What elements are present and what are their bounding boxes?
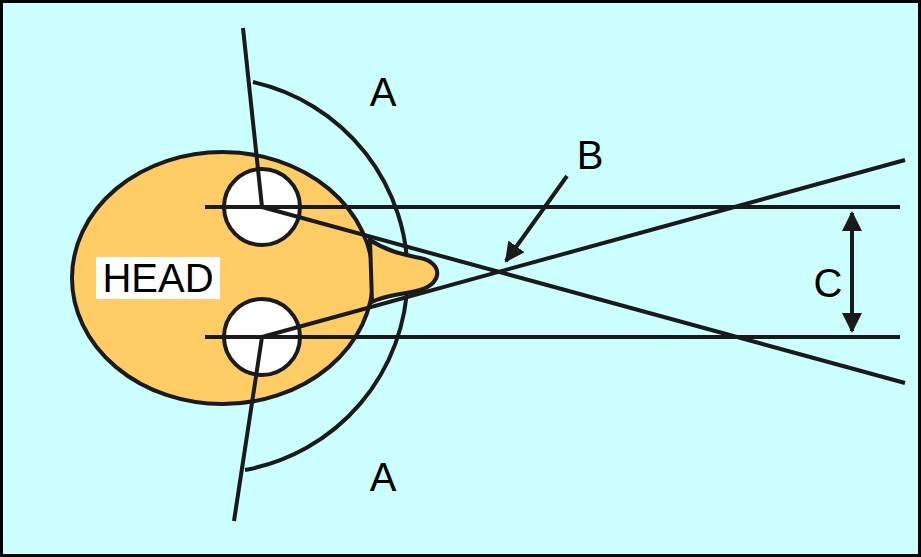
head-label: HEAD [96, 257, 219, 299]
callout-letter: B [577, 133, 604, 177]
callout-letter: C [814, 261, 843, 305]
sight-line [205, 205, 900, 209]
dimension-arrow [850, 213, 854, 331]
callout-letter: A [370, 455, 397, 499]
leader-arrow [506, 176, 567, 261]
field-limit-line [234, 337, 262, 521]
head-shape: HEAD [70, 150, 375, 406]
callout-letter: A [370, 70, 397, 114]
sight-line [205, 335, 900, 339]
field-limit-line [243, 28, 262, 207]
head-ellipse [72, 152, 373, 404]
